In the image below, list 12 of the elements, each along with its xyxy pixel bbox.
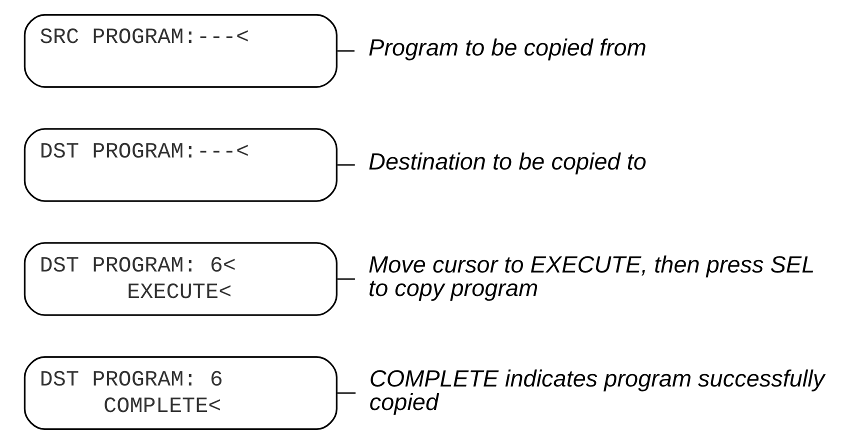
node-text: COMPLETE indicates program successfully copied: [368, 366, 824, 416]
node-box: DST PROGRAM: 6 COMPLETE<: [23, 356, 338, 430]
connector: [336, 278, 354, 280]
node-text: Program to be copied from: [368, 34, 646, 60]
node-box: DST PROGRAM:---<: [23, 128, 338, 202]
connector: [336, 392, 356, 394]
node-box: DST PROGRAM: 6< EXECUTE<: [23, 242, 338, 316]
connector: [336, 164, 354, 166]
node-text: Move cursor to EXECUTE, then press SEL to copy program: [368, 252, 814, 302]
connector: [336, 50, 354, 52]
node-text: Destination to be copied to: [368, 148, 646, 174]
node-box: SRC PROGRAM:---<: [23, 14, 338, 88]
